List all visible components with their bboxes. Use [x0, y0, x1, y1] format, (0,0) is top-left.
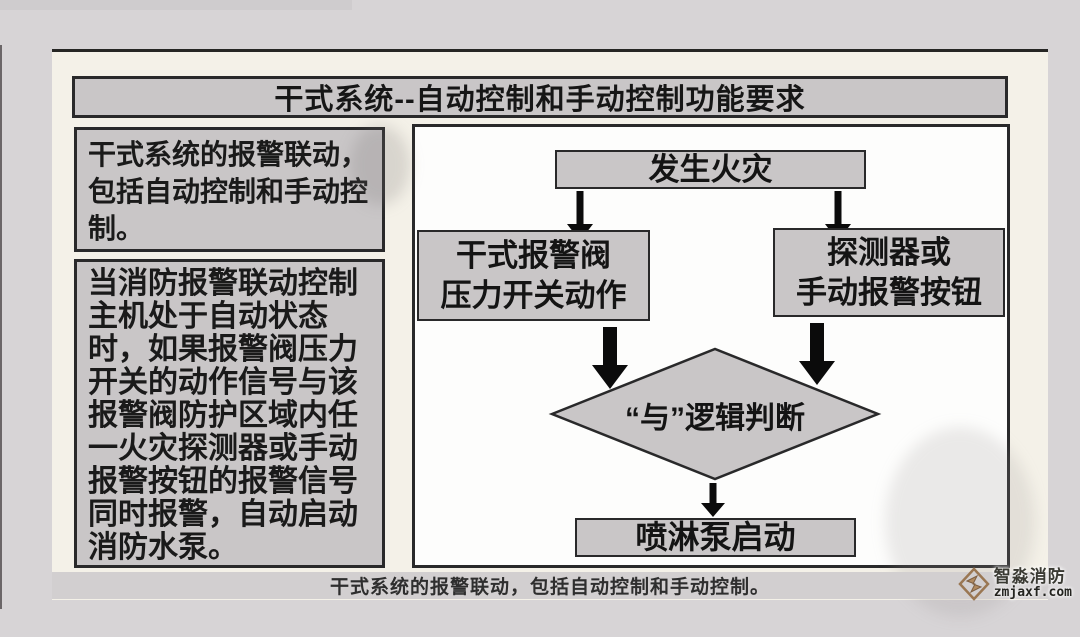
flow-node-sprinkler-pump-start: 喷淋泵启动: [575, 518, 856, 557]
brand-watermark: 智淼消防 zmjaxf.com: [958, 566, 1072, 602]
watermark-smudge: [350, 125, 410, 205]
flow-node-label: 手动报警按钮: [796, 274, 982, 310]
flow-node-label: 喷淋泵启动: [635, 519, 796, 556]
left-frame-line: [0, 45, 2, 609]
flow-node-label: “与”逻辑判断: [625, 402, 805, 435]
brand-name: 智淼消防: [993, 567, 1066, 587]
brand-url: zmjaxf.com: [993, 585, 1072, 601]
note-alarm-linkage-text: 干式系统的报警联动，包括自动控制和手动控制。: [88, 139, 369, 244]
arrow-detector-to-and: [799, 323, 835, 385]
slide-title: 干式系统--自动控制和手动控制功能要求: [274, 84, 806, 116]
flow-node-label: 发生火灾: [648, 151, 773, 187]
note-alarm-linkage: 干式系统的报警联动，包括自动控制和手动控制。: [74, 127, 385, 252]
footer-caption: 干式系统的报警联动，包括自动控制和手动控制。: [329, 577, 770, 598]
slide-title-bar: 干式系统--自动控制和手动控制功能要求: [72, 76, 1008, 118]
arrow-and-to-pump: [701, 483, 725, 517]
flow-node-and-logic-gate: “与”逻辑判断: [563, 395, 867, 435]
flowchart-panel: 发生火灾 干式报警阀 压力开关动作 探测器或 手动报警按钮 “与”逻辑判断 喷淋…: [412, 124, 1035, 617]
flowchart-canvas: 发生火灾 干式报警阀 压力开关动作 探测器或 手动报警按钮 “与”逻辑判断 喷淋…: [415, 127, 1035, 617]
note-auto-start-condition-text: 当消防报警联动控制主机处于自动状态时，如果报警阀压力开关的动作信号与该报警阀防护…: [88, 267, 358, 564]
flow-node-fire-start: 发生火灾: [555, 150, 866, 189]
flow-node-label: 探测器或: [827, 235, 951, 271]
arrow-valve-to-and: [592, 327, 628, 389]
brand-text-block: 智淼消防 zmjaxf.com: [994, 568, 1072, 599]
diamond-z-logo-icon: [958, 567, 990, 601]
flow-node-label: 干式报警阀: [456, 238, 611, 274]
note-auto-start-condition: 当消防报警联动控制主机处于自动状态时，如果报警阀压力开关的动作信号与该报警阀防护…: [74, 259, 385, 568]
flow-node-label: 压力开关动作: [440, 277, 627, 313]
top-gray-strip: [0, 0, 352, 10]
flow-node-detector-or-manual-button: 探测器或 手动报警按钮: [773, 228, 1005, 317]
flow-node-dry-valve-pressure-switch: 干式报警阀 压力开关动作: [417, 230, 650, 321]
footer-caption-bar: 干式系统的报警联动，包括自动控制和手动控制。: [52, 572, 1048, 599]
